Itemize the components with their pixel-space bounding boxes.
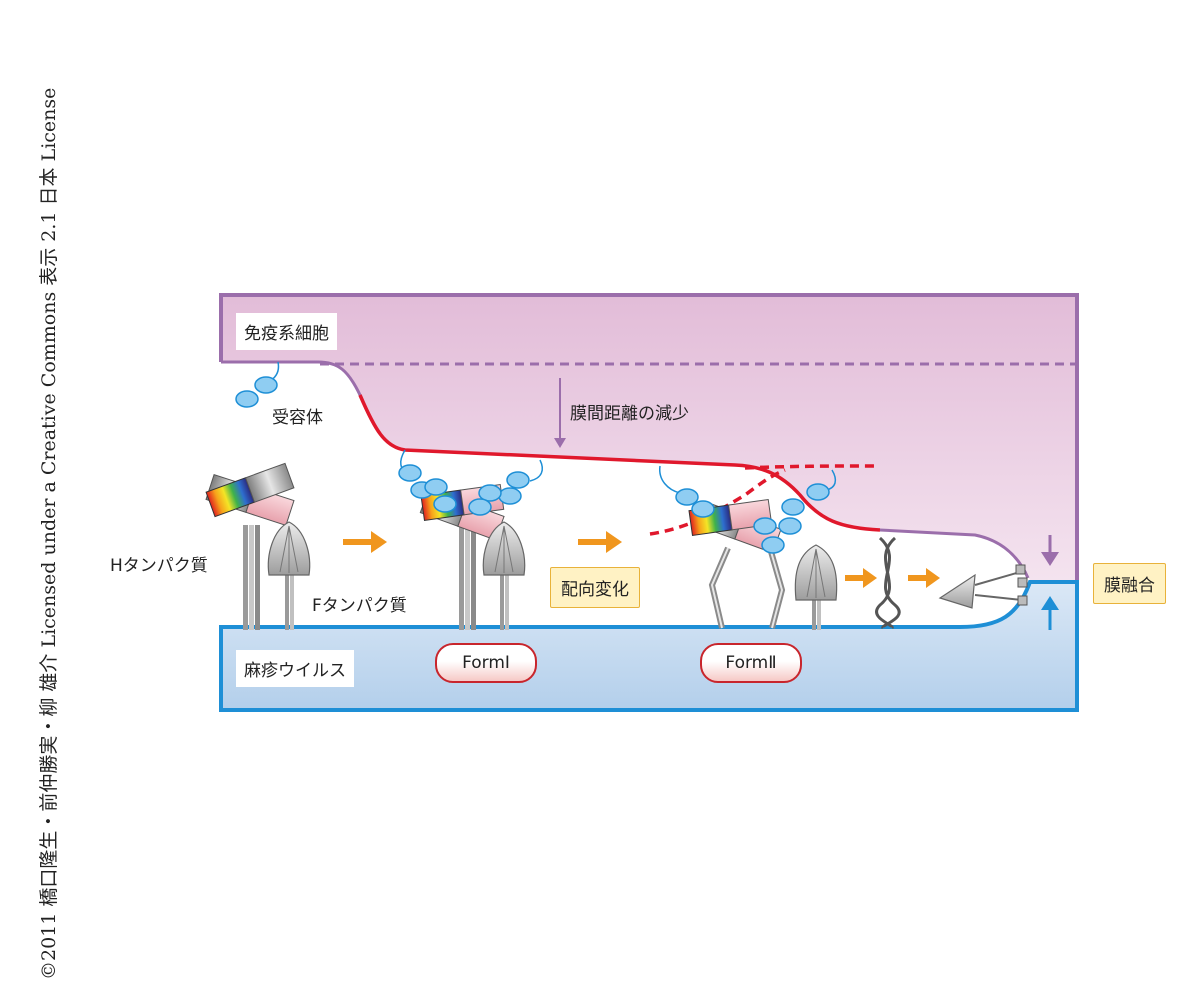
process-arrow-4 — [908, 568, 940, 588]
f-protein-stage3 — [794, 544, 838, 630]
receptor-label: 受容体 — [272, 408, 323, 428]
virus-membrane — [221, 582, 1077, 710]
distance-arrow-head — [554, 438, 566, 448]
measles-virus-label: 麻疹ウイルス — [236, 650, 354, 687]
contact-line-dashed-right — [744, 464, 876, 470]
form2-label: FormⅡ — [700, 643, 802, 683]
process-arrow-2 — [578, 531, 622, 553]
receptor-standalone — [235, 361, 280, 408]
fusion-arrow-down — [1041, 535, 1059, 566]
h-protein-label: Hタンパク質 — [110, 556, 208, 576]
f-protein-stage2 — [482, 521, 526, 630]
contact-interface-line — [358, 394, 881, 532]
process-arrow-3 — [845, 568, 877, 588]
f-protein-label: Fタンパク質 — [312, 596, 407, 616]
distance-decrease-label: 膜間距離の減少 — [570, 404, 689, 424]
receptor-cluster-stage2 — [398, 449, 543, 516]
h-protein-stage1 — [205, 462, 295, 630]
form1-label: FormⅠ — [435, 643, 537, 683]
f-protein-stage1 — [267, 521, 311, 630]
membrane-fusion-label: 膜融合 — [1093, 563, 1166, 604]
immune-cell-label: 免疫系細胞 — [236, 313, 337, 350]
f-protein-postfusion — [938, 564, 1028, 609]
orientation-change-label: 配向変化 — [550, 567, 640, 608]
receptor-cluster-stage3 — [659, 465, 837, 554]
process-arrow-1 — [343, 531, 387, 553]
f-protein-intermediate — [875, 536, 901, 630]
immune-cell-membrane — [221, 295, 1077, 580]
fusion-arrow-up — [1041, 596, 1059, 630]
